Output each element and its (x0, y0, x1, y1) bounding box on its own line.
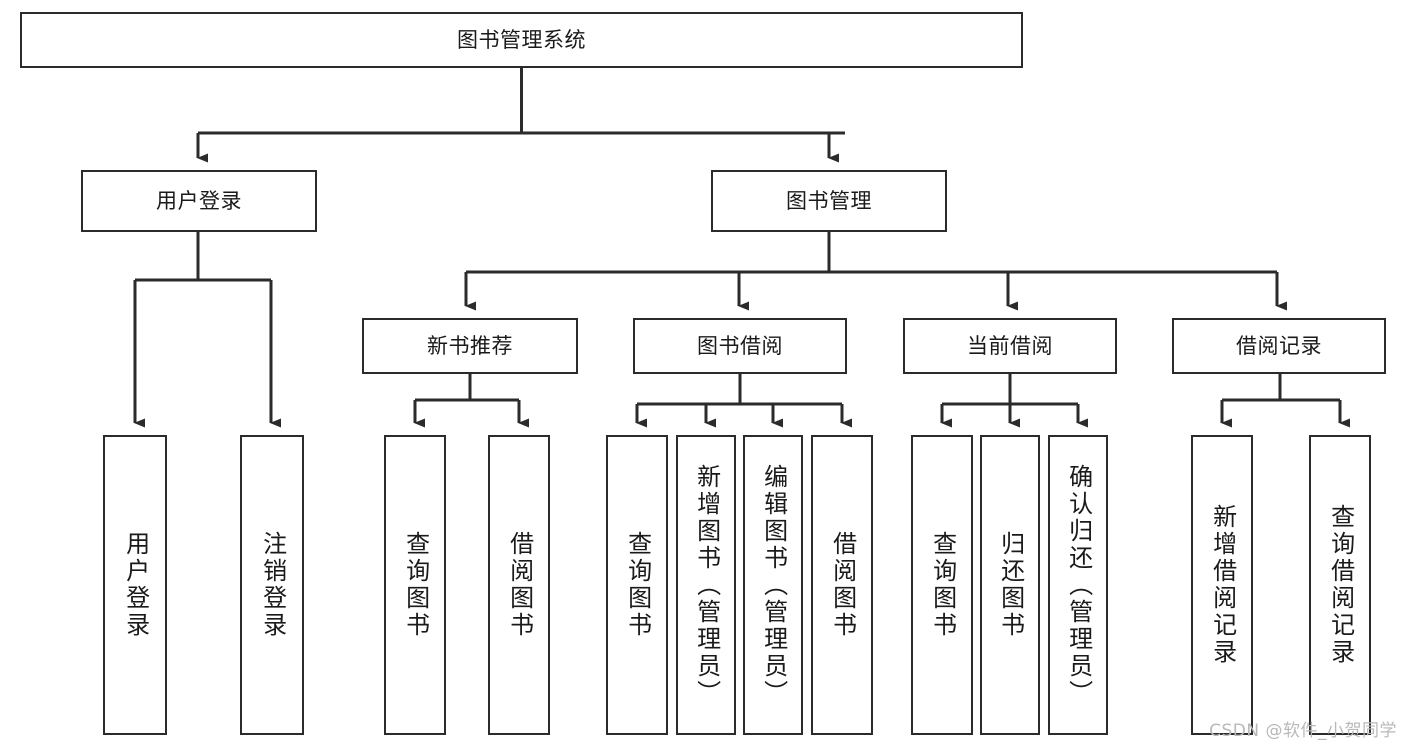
node-label: 查询图书 (928, 531, 957, 639)
node-user-login[interactable]: 用户登录 (81, 170, 317, 232)
node-label: 编辑图书（管理员） (759, 463, 788, 707)
node-label: 用户登录 (121, 531, 150, 639)
leaf-current-borrow-confirm[interactable]: 确认归还（管理员） (1048, 435, 1108, 735)
leaf-borrow-record-add[interactable]: 新增借阅记录 (1191, 435, 1253, 735)
node-label: 注销登录 (258, 531, 287, 639)
node-label: 借阅图书 (505, 531, 534, 639)
node-label: 用户登录 (156, 188, 242, 213)
node-new-book-recommend[interactable]: 新书推荐 (362, 318, 578, 374)
leaf-new-book-query[interactable]: 查询图书 (384, 435, 446, 735)
node-label: 新书推荐 (427, 333, 513, 358)
node-label: 确认归还（管理员） (1064, 463, 1093, 707)
node-label: 图书管理系统 (457, 27, 586, 52)
leaf-book-borrow-borrow[interactable]: 借阅图书 (811, 435, 873, 735)
node-label: 归还图书 (996, 531, 1025, 639)
leaf-book-borrow-edit[interactable]: 编辑图书（管理员） (743, 435, 803, 735)
node-book-borrow[interactable]: 图书借阅 (633, 318, 847, 374)
node-label: 新增借阅记录 (1208, 504, 1237, 666)
node-label: 图书借阅 (697, 333, 783, 358)
leaf-current-borrow-query[interactable]: 查询图书 (911, 435, 973, 735)
node-book-management[interactable]: 图书管理 (711, 170, 947, 232)
leaf-book-borrow-query[interactable]: 查询图书 (606, 435, 668, 735)
node-label: 借阅图书 (828, 531, 857, 639)
leaf-new-book-borrow[interactable]: 借阅图书 (488, 435, 550, 735)
node-label: 借阅记录 (1236, 333, 1322, 358)
leaf-borrow-record-query[interactable]: 查询借阅记录 (1309, 435, 1371, 735)
node-label: 查询图书 (623, 531, 652, 639)
node-borrow-record[interactable]: 借阅记录 (1172, 318, 1386, 374)
node-label: 查询借阅记录 (1326, 504, 1355, 666)
node-root-system[interactable]: 图书管理系统 (20, 12, 1023, 68)
node-label: 图书管理 (786, 188, 872, 213)
leaf-current-borrow-return[interactable]: 归还图书 (980, 435, 1040, 735)
leaf-user-login-login[interactable]: 用户登录 (103, 435, 167, 735)
node-label: 当前借阅 (967, 333, 1053, 358)
node-current-borrow[interactable]: 当前借阅 (903, 318, 1117, 374)
node-label: 新增图书（管理员） (692, 463, 721, 707)
leaf-book-borrow-add[interactable]: 新增图书（管理员） (676, 435, 736, 735)
leaf-user-login-logout[interactable]: 注销登录 (240, 435, 304, 735)
node-label: 查询图书 (401, 531, 430, 639)
